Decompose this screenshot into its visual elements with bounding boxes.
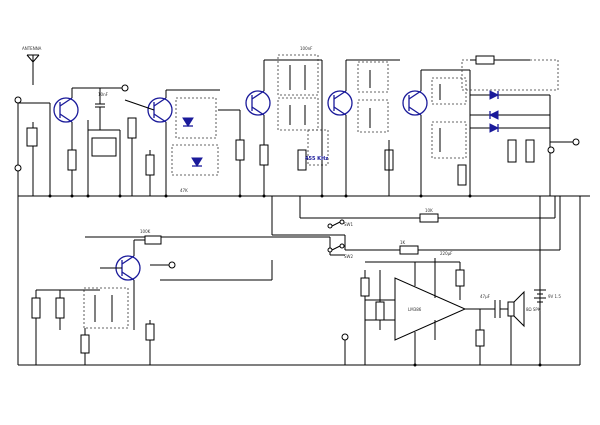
c1-label: 10nF (98, 92, 109, 97)
audio-amplifier: LM386 (341, 258, 508, 365)
mixer-stage (124, 89, 245, 196)
speaker-label: 8Ω SPK (526, 307, 541, 312)
audio-detector-stage (402, 69, 471, 196)
component-labels: 47K 10K 1K 100K 10nF 220µF 47µF 100nF (98, 46, 491, 299)
c3-label: 47µF (480, 294, 491, 299)
speaker: 8Ω SPK (507, 290, 541, 365)
antenna-label: ANTENNA (22, 46, 42, 51)
oscillator-stage (31, 235, 273, 365)
rf-input-stage (14, 84, 129, 196)
battery-label: 9V 1.5 (548, 294, 561, 299)
if-amplifier-stage: 455 KHz (245, 54, 329, 196)
battery: 9V 1.5 (534, 289, 561, 303)
r3-label: 10K (425, 208, 433, 213)
r4-label: 100K (140, 229, 151, 234)
detector-stage (327, 59, 400, 196)
switch-a-label: SW1 (344, 222, 353, 227)
junction-dots (48, 194, 542, 367)
r2-label: 1K (400, 240, 406, 245)
if-freq-label: 455 KHz (305, 156, 328, 162)
opamp-label: LM386 (408, 307, 422, 312)
diode-output-section (461, 55, 580, 196)
switch-b-label: SW2 (344, 254, 353, 259)
c4-label: 220µF (440, 251, 453, 256)
r1-label: 47K (180, 188, 188, 193)
antenna-symbol: ANTENNA (22, 46, 42, 85)
band-switches: SW1 SW2 (327, 213, 439, 259)
c2-label: 100nF (300, 46, 313, 51)
